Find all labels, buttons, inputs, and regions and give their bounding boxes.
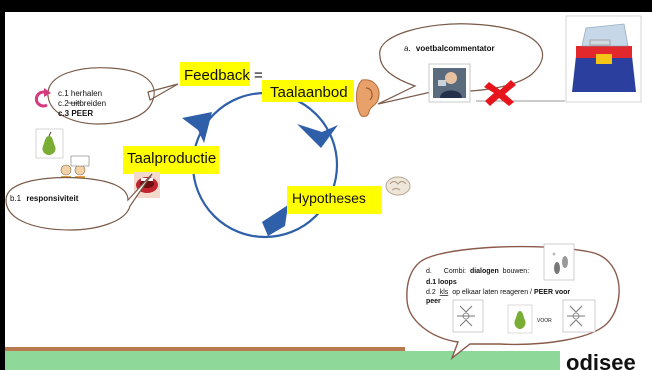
bubble-d-line3-b: kls — [440, 289, 449, 296]
ear-icon — [356, 79, 380, 117]
pear-icon — [35, 128, 64, 159]
mouth-icon — [134, 172, 160, 198]
taalaanbod-label: Taalaanbod — [270, 84, 348, 101]
footprint-icon — [543, 243, 575, 281]
bubble-b-label: responsiviteit — [26, 194, 78, 203]
bubble-d-bouwen: bouwen: — [503, 268, 530, 275]
footprint-icon — [562, 299, 596, 333]
speaker-icon — [428, 63, 471, 103]
bubble-d-line3-c: op elkaar laten reageren / — [452, 289, 534, 296]
logo-background — [560, 346, 652, 370]
hypotheses-highlight — [287, 186, 382, 214]
bubble-b-prefix: b.1 — [10, 194, 22, 203]
bubble-responsiviteit: b.1 responsiviteit — [5, 173, 153, 231]
bubble-feedback-strategies: c.1 herhalen c.2 uitbreiden c.3 PEER — [47, 67, 179, 125]
footer-brown-line — [5, 347, 405, 351]
svg-text:d.2 kls op elkaar: d.2 kls op elkaar laten reageren / PEER … — [426, 289, 570, 296]
bubble-d-line3-a: d.2 — [426, 289, 436, 296]
bubble-d-line4: peer — [426, 298, 441, 305]
bubble-d-prefix: d. — [426, 268, 432, 275]
hypotheses-label: Hypotheses — [292, 190, 366, 206]
bubble-d-combi: Combi: — [444, 268, 466, 275]
svg-text:a. voetbalcommentator: a. voetbalcommentator — [404, 44, 495, 53]
cross-icon — [484, 80, 516, 106]
bubble-d-dialogen: dialogen — [470, 268, 499, 275]
bubble-a-prefix: a. — [404, 44, 411, 53]
cycle-arrow-top — [182, 112, 212, 143]
equals-sign: = — [254, 67, 263, 84]
bubble-d-line3-d: PEER voor — [534, 289, 570, 296]
bubble-c-line3: c.3 PEER — [58, 109, 93, 118]
bubble-d-line2: d.1 loops — [426, 279, 457, 286]
taalproductie-highlight — [123, 146, 219, 174]
footprint-icon — [452, 299, 484, 333]
toolbox-icon — [565, 15, 642, 103]
cycle-arrow-bottom — [262, 205, 288, 236]
bubble-d-voor: VOOR — [537, 318, 552, 324]
taalaanbod-highlight — [262, 80, 354, 102]
bubble-a-label: voetbalcommentator — [416, 44, 495, 53]
odisee-logo: odisee — [566, 350, 636, 370]
cycle-arrow-right — [297, 124, 338, 148]
svg-text:b.1 responsiviteit: b.1 responsiviteit — [10, 194, 79, 203]
refresh-icon — [34, 88, 51, 108]
taalproductie-label: Taalproductie — [127, 150, 216, 167]
feedback-highlight — [180, 62, 250, 86]
bubble-c-line2: c.2 uitbreiden — [58, 99, 106, 108]
pear-icon — [507, 304, 533, 334]
feedback-label: Feedback — [184, 67, 250, 84]
svg-text:d. Combi: dialogen: d. Combi: dialogen bouwen: — [426, 268, 529, 275]
footer-green-band — [5, 351, 652, 370]
bubble-c-line1: c.1 herhalen — [58, 89, 102, 98]
brain-icon — [385, 176, 411, 196]
